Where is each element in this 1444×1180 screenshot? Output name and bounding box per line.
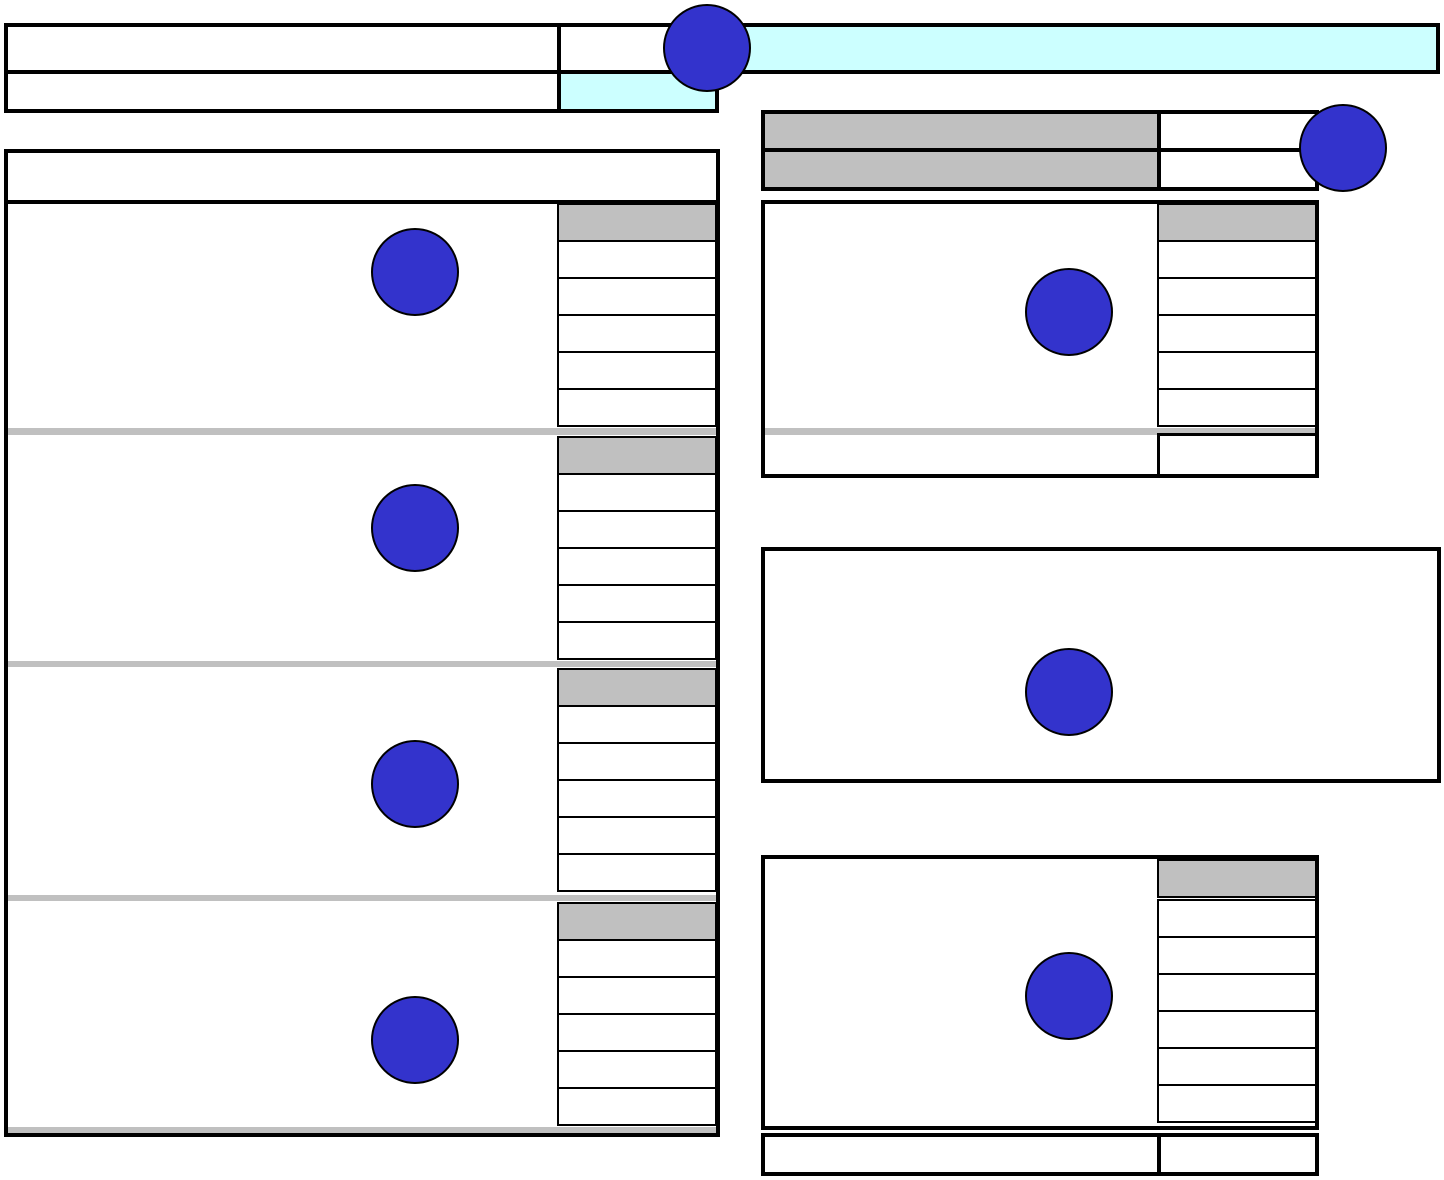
table-cell[interactable] bbox=[557, 547, 717, 586]
table-cell[interactable] bbox=[557, 976, 717, 1015]
column-header-cell bbox=[557, 902, 717, 941]
right-top-divider bbox=[765, 428, 1315, 435]
table-cell[interactable] bbox=[557, 705, 717, 744]
table-cell[interactable] bbox=[557, 351, 717, 390]
column-header-cell bbox=[557, 203, 717, 242]
circle-marker-icon[interactable] bbox=[371, 996, 459, 1084]
table-cell[interactable] bbox=[557, 314, 717, 353]
right-top-footer-top bbox=[1157, 433, 1319, 436]
table-cell[interactable] bbox=[557, 939, 717, 978]
table-cell[interactable] bbox=[1157, 1010, 1317, 1049]
table-cell[interactable] bbox=[1157, 936, 1317, 975]
circle-marker-icon[interactable] bbox=[371, 740, 459, 828]
table-cell[interactable] bbox=[557, 816, 717, 855]
left-panel-title-divider bbox=[4, 200, 720, 204]
right-header-row-2-left bbox=[761, 148, 1161, 191]
second-row-left-field[interactable] bbox=[4, 70, 561, 113]
table-cell[interactable] bbox=[557, 584, 717, 623]
table-cell[interactable] bbox=[557, 473, 717, 512]
table-cell[interactable] bbox=[557, 779, 717, 818]
table-cell[interactable] bbox=[557, 388, 717, 427]
table-cell[interactable] bbox=[557, 621, 717, 660]
table-cell[interactable] bbox=[557, 1050, 717, 1089]
circle-marker-icon[interactable] bbox=[371, 484, 459, 572]
circle-marker-icon[interactable] bbox=[1025, 648, 1113, 736]
table-cell[interactable] bbox=[1157, 899, 1317, 938]
table-cell[interactable] bbox=[1157, 314, 1317, 353]
right-header-row-1-right[interactable] bbox=[1157, 110, 1319, 152]
right-header-row-1-left bbox=[761, 110, 1161, 152]
table-cell[interactable] bbox=[557, 277, 717, 316]
left-section-divider bbox=[8, 1127, 716, 1133]
circle-marker-icon[interactable] bbox=[1025, 952, 1113, 1040]
table-cell[interactable] bbox=[1157, 388, 1317, 427]
left-section-divider bbox=[8, 661, 716, 667]
table-cell[interactable] bbox=[1157, 973, 1317, 1012]
right-bottom-footer-left[interactable] bbox=[761, 1133, 1161, 1176]
right-bottom-footer-right[interactable] bbox=[1157, 1133, 1319, 1176]
right-header-row-2-right[interactable] bbox=[1157, 148, 1319, 191]
circle-marker-icon[interactable] bbox=[663, 4, 751, 92]
column-header-cell bbox=[1157, 203, 1317, 242]
left-section-divider bbox=[8, 428, 716, 435]
circle-marker-icon[interactable] bbox=[371, 228, 459, 316]
right-top-footer-divider bbox=[1157, 435, 1160, 478]
table-cell[interactable] bbox=[1157, 1047, 1317, 1086]
table-cell[interactable] bbox=[557, 1013, 717, 1052]
table-cell[interactable] bbox=[557, 1087, 717, 1126]
column-header-cell bbox=[557, 668, 717, 707]
table-cell[interactable] bbox=[557, 742, 717, 781]
circle-marker-icon[interactable] bbox=[1299, 104, 1387, 192]
table-cell[interactable] bbox=[557, 510, 717, 549]
table-cell[interactable] bbox=[1157, 1084, 1317, 1123]
left-section-divider bbox=[8, 895, 716, 901]
column-header-cell bbox=[1157, 859, 1317, 898]
circle-marker-icon[interactable] bbox=[1025, 268, 1113, 356]
column-header-cell bbox=[557, 436, 717, 475]
table-cell[interactable] bbox=[1157, 240, 1317, 279]
table-cell[interactable] bbox=[557, 240, 717, 279]
top-row-left-field[interactable] bbox=[4, 23, 561, 74]
table-cell[interactable] bbox=[1157, 351, 1317, 390]
table-cell[interactable] bbox=[1157, 277, 1317, 316]
table-cell[interactable] bbox=[557, 853, 717, 892]
top-row-white-cap bbox=[561, 27, 671, 70]
